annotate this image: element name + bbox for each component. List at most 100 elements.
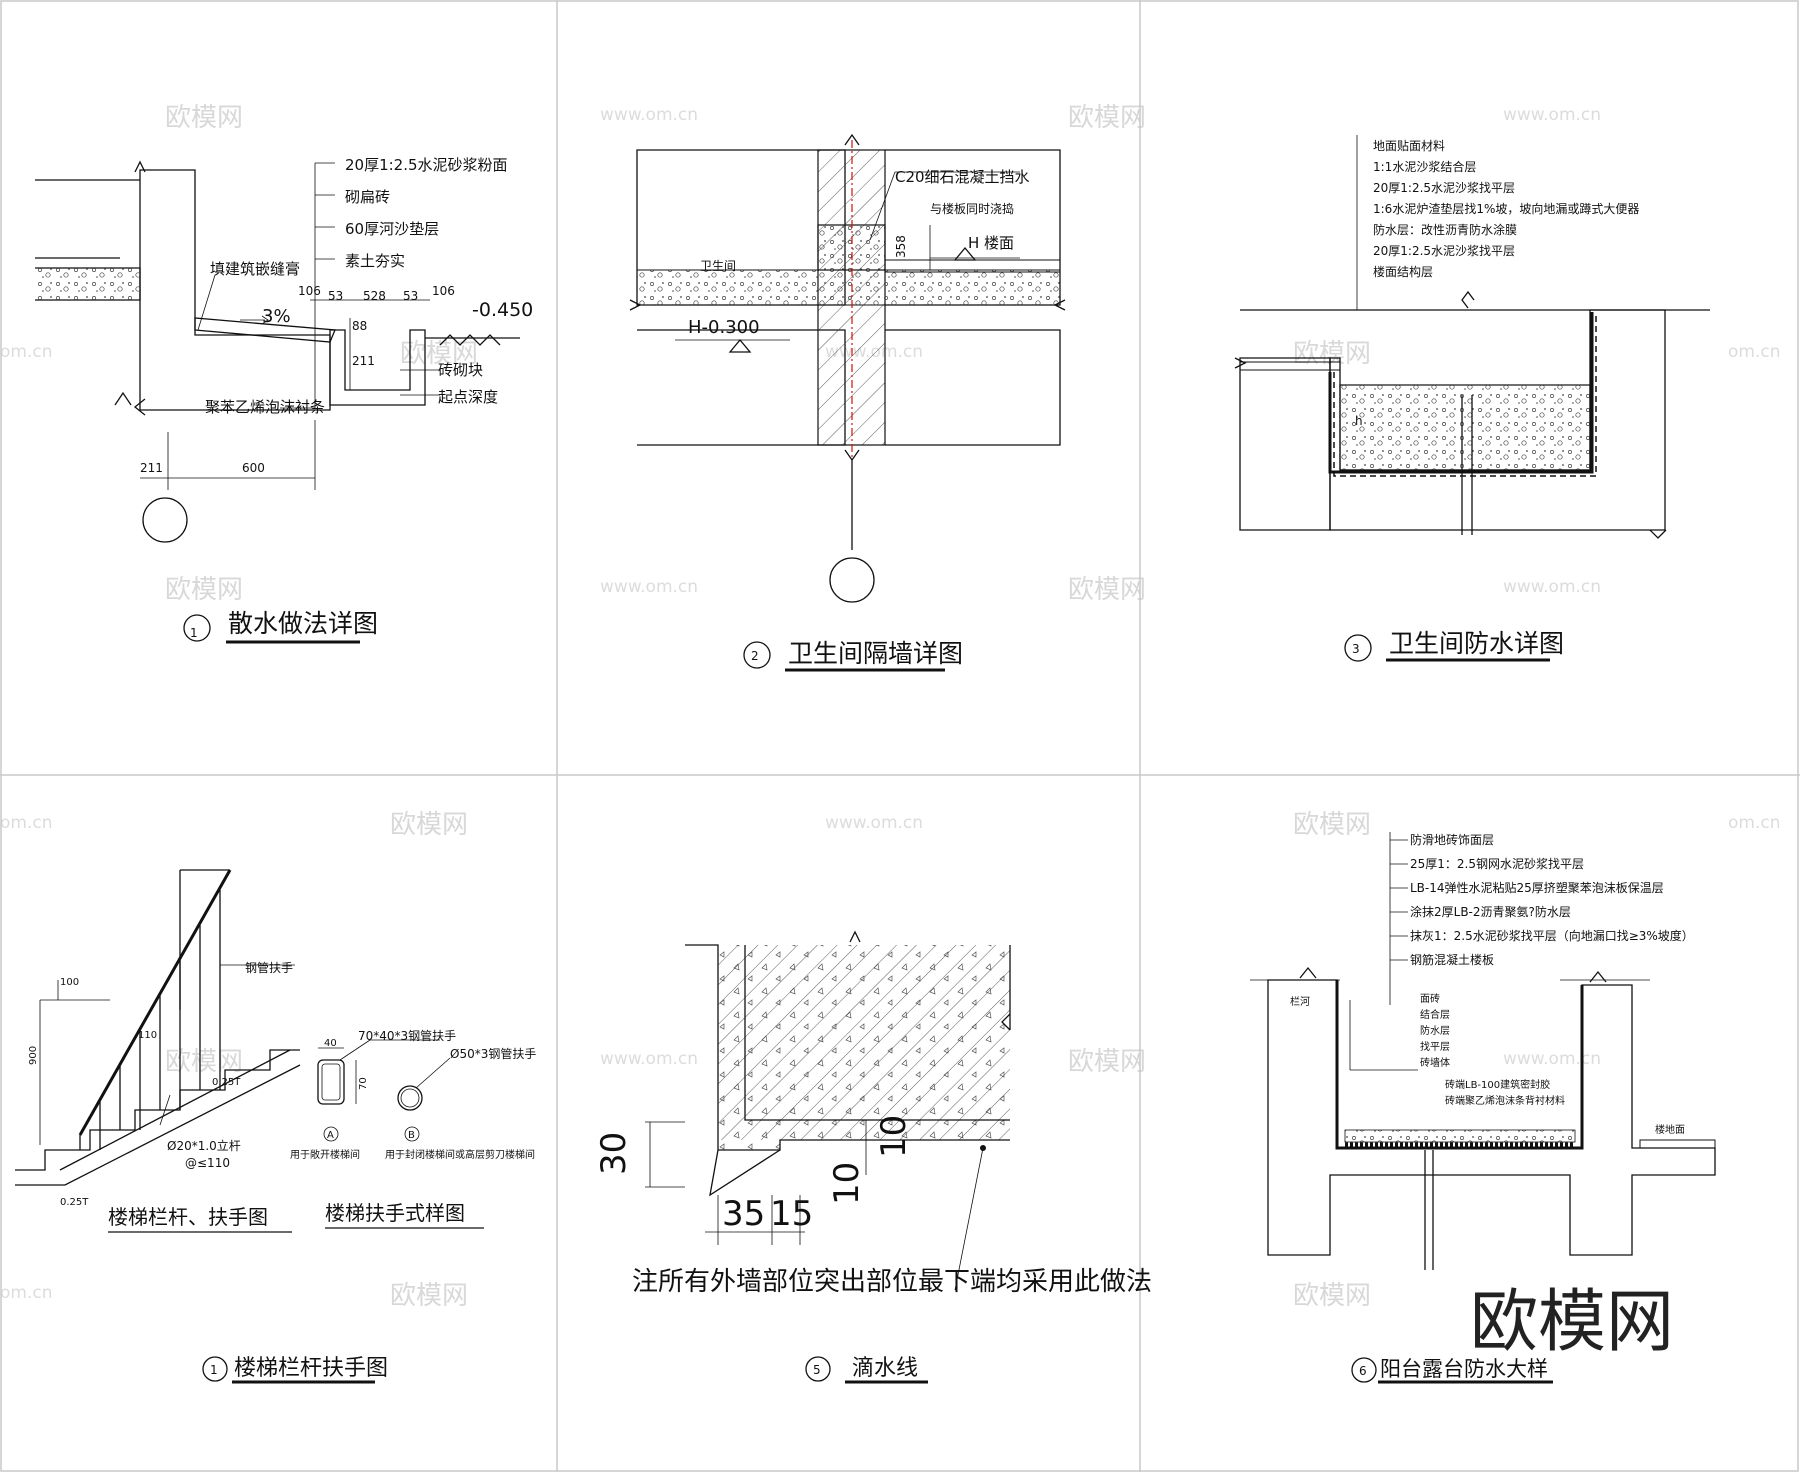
- dim-text: 10: [827, 1162, 867, 1205]
- layer-text: 25厚1：2.5钢网水泥砂浆找平层: [1410, 856, 1584, 871]
- inner-layer-text: 防水层: [1420, 1024, 1450, 1037]
- watermark-url: www.om.cn: [825, 813, 923, 833]
- h-mark: h: [1355, 414, 1363, 428]
- dim-text: 15: [770, 1194, 813, 1234]
- watermark-brand: 欧模网: [1068, 103, 1146, 133]
- layer-text: 20厚1:2.5水泥沙浆找平层: [1373, 180, 1515, 195]
- callout-text: 砖砌块: [438, 361, 483, 379]
- layer-text: LB-14弹性水泥粘贴25厚挤塑聚苯泡沫板保温层: [1410, 880, 1664, 895]
- section-mark: B: [408, 1130, 415, 1141]
- layer-text: 涂抹2厚LB-2沥青聚氨?防水层: [1410, 904, 1571, 919]
- label-text: 用于敞开楼梯间: [290, 1148, 360, 1161]
- panel-title: 楼梯栏杆扶手图: [234, 1356, 388, 1381]
- watermark-brand: 欧模网: [390, 1281, 468, 1311]
- watermark-url: om.cn: [0, 1283, 53, 1303]
- label-text: 钢管扶手: [245, 960, 293, 975]
- dim-text: 0.25T: [212, 1077, 241, 1088]
- elevation-label: -0.450: [472, 299, 533, 321]
- dim-text: 600: [242, 461, 265, 475]
- watermark-url: om.cn: [1728, 813, 1781, 833]
- watermark-brand: 欧模网: [400, 339, 478, 369]
- dim-text: 88: [352, 319, 367, 333]
- layer-text: 20厚1:2.5水泥沙浆找平层: [1373, 243, 1515, 258]
- dim-text: 106: [298, 284, 321, 298]
- concrete-overhang: [718, 945, 1010, 1140]
- layer-text: 防滑地砖饰面层: [1410, 832, 1494, 847]
- dim-text: 53: [328, 289, 343, 303]
- side-label: 栏河: [1290, 995, 1310, 1008]
- panel-number: 2: [751, 649, 759, 663]
- gutter: [329, 329, 426, 406]
- dim-text: 211: [352, 354, 375, 368]
- section-mark-circle: [142, 497, 188, 543]
- panel-apron-detail: 20厚1:2.5水泥砂浆粉面 砌扁砖 60厚河沙垫层 素土夯实 填建筑嵌缝膏 聚…: [35, 156, 533, 644]
- dim-text: 100: [60, 977, 79, 988]
- dim-text: 106: [432, 284, 455, 298]
- dim-text: 358: [894, 235, 908, 258]
- panel-title: 散水做法详图: [228, 609, 378, 638]
- dim-text: 211: [140, 461, 163, 475]
- panel-stair-railing: 钢管扶手 Ø20*1.0立杆 @≤110 100 900 110 0.25T 0…: [15, 869, 536, 1384]
- callout-text: 起点深度: [438, 388, 498, 406]
- layer-text: 钢筋混凝土楼板: [1410, 952, 1494, 967]
- dim-text: 40: [324, 1038, 337, 1049]
- section-mark-circle: [829, 557, 875, 603]
- watermark-url: om.cn: [0, 813, 53, 833]
- dim-text: 900: [28, 1046, 39, 1065]
- watermark-brand: 欧模网: [165, 103, 243, 133]
- side-label: 楼地面: [1655, 1123, 1685, 1136]
- dim-text: 35: [722, 1194, 765, 1234]
- callout-text: 聚苯乙烯泡沫衬条: [205, 398, 325, 416]
- layer-text: 抹灰1：2.5水泥砂浆找平层（向地漏口找≥3%坡度）: [1410, 928, 1694, 943]
- panel-drip-line: 30 35 15 10 10 注所有外墙部位突出部位最下端均采用此做法 5 滴水…: [594, 930, 1152, 1384]
- watermark-url: www.om.cn: [600, 105, 698, 125]
- callout-text: 填建筑嵌缝膏: [210, 260, 300, 278]
- panel-number: 1: [190, 626, 198, 640]
- inner-layer-text: 找平层: [1420, 1040, 1450, 1053]
- label-text: 70*40*3钢管扶手: [358, 1028, 456, 1043]
- slope-label: 3%: [262, 306, 291, 327]
- watermark-brand: 欧模网: [1293, 810, 1371, 840]
- panel-number: 1: [210, 1363, 218, 1377]
- watermark-url: www.om.cn: [1503, 105, 1601, 125]
- label-text: Ø50*3钢管扶手: [450, 1046, 536, 1061]
- panel-title: 卫生间隔墙详图: [788, 639, 963, 668]
- watermark-url: www.om.cn: [600, 1049, 698, 1069]
- dim-text: 528: [363, 289, 386, 303]
- watermark-brand: 欧模网: [165, 1047, 243, 1077]
- inner-layer-text: 砖墙体: [1420, 1056, 1450, 1069]
- panel-balcony-waterproof: 防滑地砖饰面层 25厚1：2.5钢网水泥砂浆找平层 LB-14弹性水泥粘贴25厚…: [1250, 832, 1716, 1384]
- panel-title: 卫生间防水详图: [1389, 629, 1564, 658]
- watermark-url: www.om.cn: [600, 577, 698, 597]
- note-text: 注所有外墙部位突出部位最下端均采用此做法: [632, 1267, 1152, 1297]
- watermark-brand: 欧模网: [1068, 575, 1146, 605]
- floor-slab: [636, 269, 1061, 306]
- layer-text: 砌扁砖: [345, 188, 390, 206]
- balcony-slab: [1267, 979, 1716, 1256]
- watermark-brand: 欧模网: [165, 575, 243, 605]
- watermark-brand: 欧模网: [1068, 1047, 1146, 1077]
- sub-title: 楼梯栏杆、扶手图: [108, 1205, 268, 1229]
- dim-text: 110: [138, 1030, 157, 1041]
- section-mark: A: [327, 1130, 334, 1141]
- panel-number: 6: [1359, 1364, 1367, 1378]
- room-label: 卫生间: [700, 259, 736, 273]
- watermark-brand: 欧模网: [1293, 339, 1371, 369]
- inner-layer-text: 结合层: [1420, 1008, 1450, 1021]
- label-text: Ø20*1.0立杆: [167, 1138, 241, 1153]
- panel-title: 滴水线: [852, 1356, 918, 1381]
- layer-text: 1:6水泥炉渣垫层找1%坡，坡向地漏或蹲式大便器: [1373, 201, 1639, 216]
- sub-title: 楼梯扶手式样图: [325, 1201, 465, 1225]
- level-label: H-0.300: [688, 317, 760, 338]
- level-label: H 楼面: [968, 234, 1014, 252]
- watermark-url: www.om.cn: [1503, 577, 1601, 597]
- layer-text: 素土夯实: [345, 252, 405, 270]
- callout-text: C20细石混凝土挡水: [895, 168, 1030, 186]
- layer-text: 楼面结构层: [1373, 264, 1433, 279]
- layer-text: 60厚河沙垫层: [345, 220, 439, 238]
- panel-number: 5: [813, 1363, 821, 1377]
- watermarks: 欧模网 www.om.cn 欧模网 www.om.cn om.cn 欧模网 ww…: [0, 103, 1781, 1362]
- small-note: 砖端LB-100建筑密封胶: [1445, 1078, 1550, 1091]
